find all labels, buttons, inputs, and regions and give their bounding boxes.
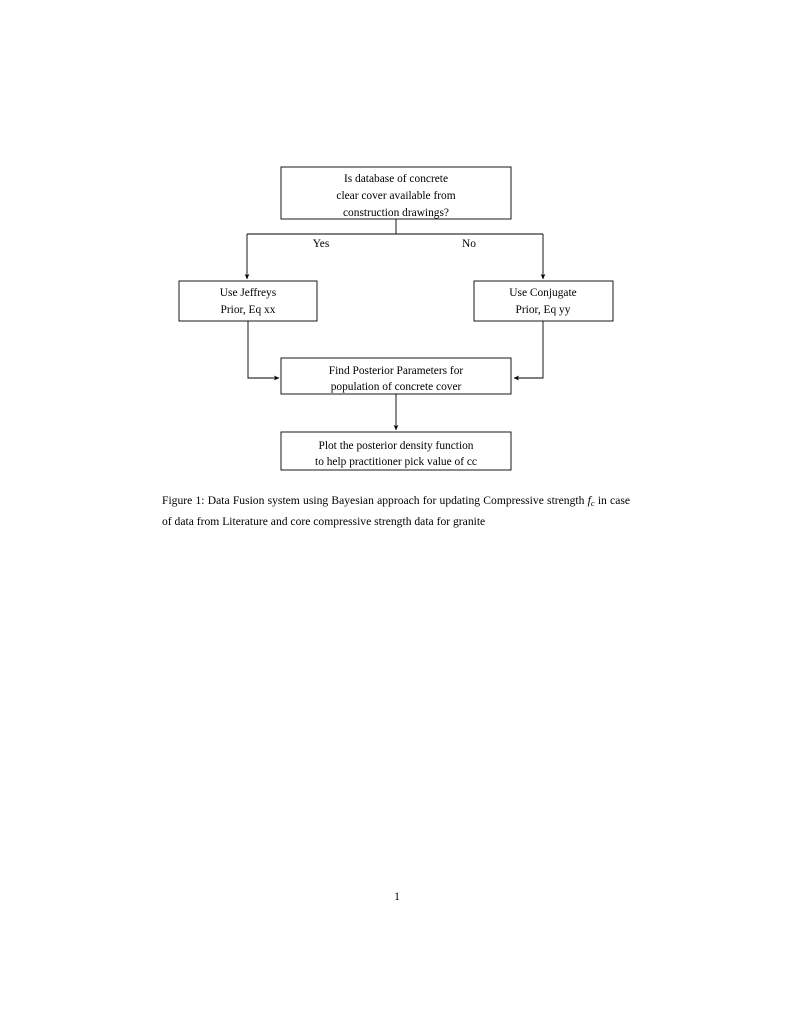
node-plot-box [280,431,512,471]
node-conjugate-line2: Prior, Eq yy [516,304,571,316]
node-decision-line2: clear cover available from [336,190,455,202]
edge-label-no: No [462,238,476,250]
node-decision-box [280,166,512,220]
edge-label-yes: Yes [313,238,330,250]
figure-caption-part1: Data Fusion system using Bayesian approa… [207,494,585,507]
node-conjugate-line1: Use Conjugate [509,287,576,299]
figure-caption-math-var: f [587,494,591,507]
node-posterior-line2: population of concrete cover [331,381,462,393]
node-jeffreys-line1: Use Jeffreys [220,287,277,299]
node-plot-line1: Plot the posterior density function [318,440,473,452]
figure-caption-part2: in case of data from Literature and core… [162,494,630,528]
page-number: 1 [394,890,400,903]
node-jeffreys-line2: Prior, Eq xx [221,304,276,316]
node-decision-line3: construction drawings? [343,207,449,219]
node-plot-line2: to help practitioner pick value of cc [315,456,477,468]
flowchart-diagram: Is database of concrete clear cover avai… [178,166,614,471]
edge-conjugate-to-posterior [513,321,544,381]
node-posterior-box [280,357,512,395]
edge-jeffreys-to-posterior [247,321,280,381]
node-conjugate-box [473,280,614,322]
figure-caption-label: Figure 1: [162,494,205,507]
node-decision-line1: Is database of concrete [344,173,448,185]
node-posterior-line1: Find Posterior Parameters for [329,365,464,377]
figure-caption-math-sub: c [590,499,595,509]
figure-caption: Figure 1: Data Fusion system using Bayes… [162,492,630,530]
